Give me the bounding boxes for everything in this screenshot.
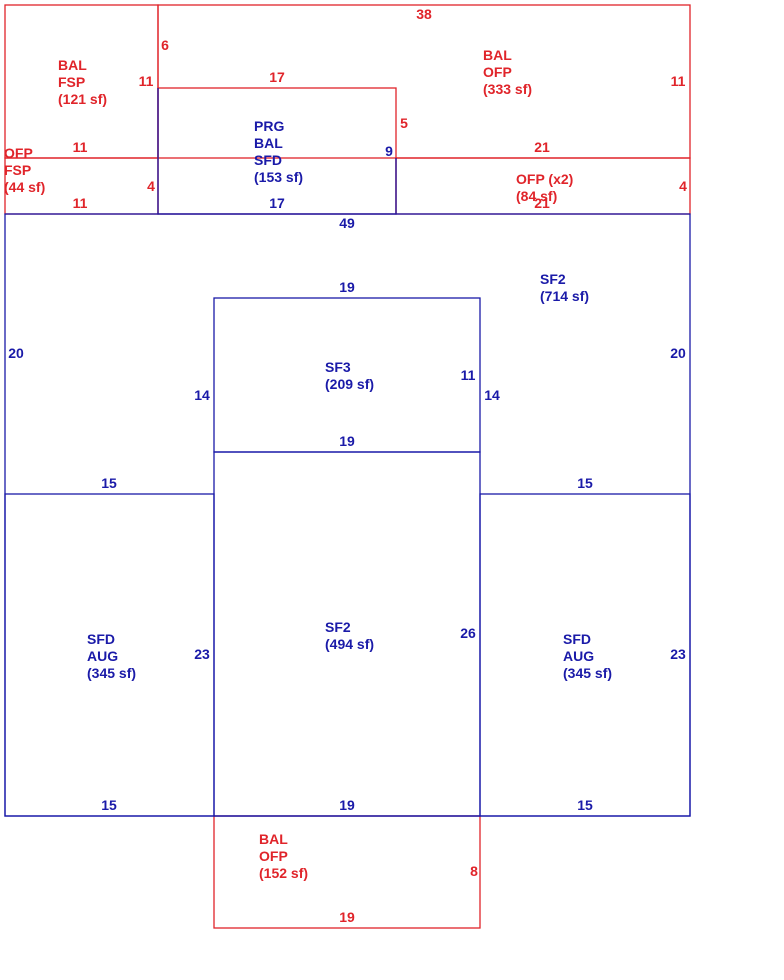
sfd-aug-right-outline [479,493,691,817]
red-outlines [4,4,691,929]
dim-label: 19 [339,433,355,449]
sf3-outline [213,297,481,453]
dim-label: 26 [460,625,476,641]
dim-label: 4 [679,178,687,194]
blue-outlines [4,88,691,817]
dim-label: 17 [269,195,285,211]
dim-label: 19 [339,909,355,925]
sf2-center-label: SF2 (494 sf) [325,619,374,652]
bal-ofp-bottom-label: BAL OFP (152 sf) [259,831,308,881]
dim-label: 9 [385,143,393,159]
bal-ofp-top-outline [157,4,691,159]
dim-label: 6 [161,37,169,53]
dim-label: 4 [147,178,155,194]
dim-label: 11 [671,73,686,89]
dim-label: 11 [73,139,88,155]
dim-label: 20 [8,345,24,361]
dim-label: 15 [577,475,593,491]
dim-label: 5 [400,115,408,131]
dim-label: 15 [101,797,117,813]
bal-ofp-top-label: BAL OFP (333 sf) [483,47,532,97]
ofp-x2-label: OFP (x2) (84 sf) [516,171,577,204]
ofp-fsp-label: OFP FSP (44 sf) [4,145,45,195]
dim-label: 21 [534,195,550,211]
dim-label: 38 [416,6,432,22]
dim-label: 14 [484,387,500,403]
dim-label: 14 [194,387,210,403]
dim-label: 15 [101,475,117,491]
dim-label: 21 [534,139,550,155]
dim-label: 11 [73,195,88,211]
dim-label: 15 [577,797,593,813]
dim-label: 49 [339,215,355,231]
sf2-main-outline [4,213,691,817]
sf3-label: SF3 (209 sf) [325,359,374,392]
bal-fsp-label: BAL FSP (121 sf) [58,57,107,107]
dim-label: 19 [339,279,355,295]
dim-label: 23 [194,646,210,662]
dim-label: 17 [269,69,285,85]
sf2-main-label: SF2 (714 sf) [540,271,589,304]
dim-label: 19 [339,797,355,813]
sfd-aug-left-label: SFD AUG (345 sf) [87,631,136,681]
dim-label: 8 [470,863,478,879]
prg-bal-sfd-label: PRG BAL SFD (153 sf) [254,118,303,185]
dim-label: 11 [461,367,476,383]
dim-label: 20 [670,345,686,361]
sfd-aug-left-outline [4,493,215,817]
dim-label: 23 [670,646,686,662]
sfd-aug-right-label: SFD AUG (345 sf) [563,631,612,681]
dim-label: 11 [139,73,154,89]
